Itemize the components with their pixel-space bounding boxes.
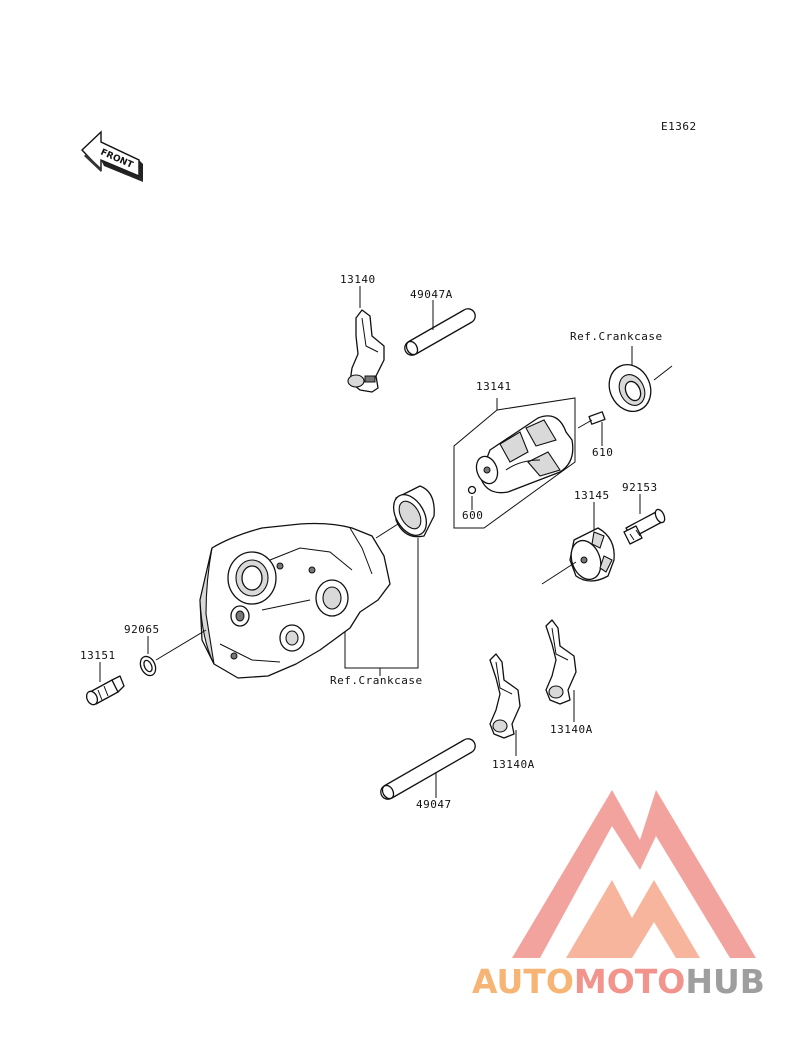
shift-fork-13140A-left bbox=[489, 653, 521, 739]
label-600: 600 bbox=[462, 509, 483, 522]
watermark-wordmark: AUTOMOTOHUB bbox=[472, 962, 765, 1001]
bracket-13141 bbox=[453, 397, 576, 529]
shift-fork-13140A-right bbox=[545, 619, 577, 705]
label-13140A-left: 13140A bbox=[492, 758, 535, 771]
washer-92065 bbox=[139, 655, 157, 677]
pin-610 bbox=[588, 411, 606, 425]
watermark-hub: HUB bbox=[685, 962, 765, 1001]
label-13140A-right: 13140A bbox=[550, 723, 593, 736]
needle-bearing bbox=[392, 485, 435, 538]
label-13145: 13145 bbox=[574, 489, 610, 502]
label-ref-crankcase-top: Ref.Crankcase bbox=[570, 330, 663, 343]
watermark-auto: AUTO bbox=[472, 962, 574, 1001]
ball-600 bbox=[467, 485, 477, 495]
automotohub-logo-icon bbox=[512, 790, 756, 958]
bearing-ring-top bbox=[608, 364, 652, 412]
bracket-ref-crankcase-bottom bbox=[344, 538, 419, 669]
bolt-92153 bbox=[623, 508, 666, 545]
shift-fork-13140 bbox=[347, 309, 385, 393]
shift-drum-13141 bbox=[475, 415, 574, 494]
neutral-switch-13151 bbox=[85, 675, 125, 706]
label-92153: 92153 bbox=[622, 481, 658, 494]
label-13141: 13141 bbox=[476, 380, 512, 393]
front-arrow-icon: FRONT bbox=[81, 130, 143, 182]
label-13140: 13140 bbox=[340, 273, 376, 286]
crankcase-casting bbox=[199, 522, 391, 679]
shift-cam-13145 bbox=[569, 527, 615, 582]
label-13151: 13151 bbox=[80, 649, 116, 662]
label-610: 610 bbox=[592, 446, 613, 459]
shift-rod-49047A bbox=[404, 308, 476, 356]
label-49047: 49047 bbox=[416, 798, 452, 811]
label-ref-crankcase-bottom: Ref.Crankcase bbox=[330, 674, 423, 687]
diagram-code: E1362 bbox=[661, 120, 697, 133]
shift-rod-49047 bbox=[380, 738, 476, 800]
watermark-moto: MOTO bbox=[573, 962, 686, 1001]
label-49047A: 49047A bbox=[410, 288, 453, 301]
label-92065: 92065 bbox=[124, 623, 160, 636]
